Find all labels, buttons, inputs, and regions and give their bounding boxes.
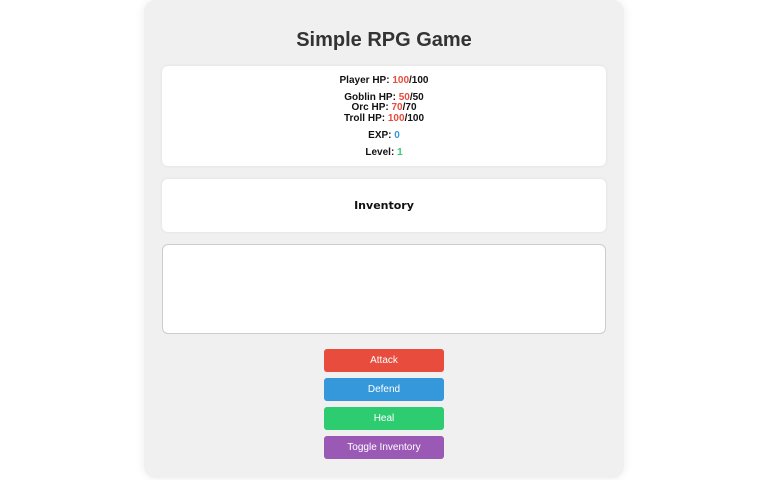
player-hp-current: 100 bbox=[392, 75, 410, 86]
troll-hp-label: Troll HP: bbox=[343, 113, 388, 124]
exp-label: EXP: bbox=[368, 130, 395, 141]
exp-value: 0 bbox=[394, 130, 400, 141]
page-title: Simple RPG Game bbox=[296, 29, 472, 51]
inventory-panel: Inventory bbox=[162, 179, 606, 232]
orc-hp-max: /70 bbox=[402, 102, 417, 113]
stats-panel: Player HP: 100/100 Goblin HP: 50/50 Orc … bbox=[162, 66, 606, 166]
heal-button[interactable]: Heal bbox=[324, 407, 444, 430]
player-hp-label: Player HP: bbox=[339, 75, 393, 86]
exp: EXP: 0 bbox=[162, 130, 606, 141]
troll-hp-max: /100 bbox=[404, 113, 425, 124]
goblin-hp-current: 50 bbox=[398, 92, 410, 103]
player-hp-max: /100 bbox=[409, 75, 429, 86]
orc-hp: Orc HP: 70/70 bbox=[162, 102, 606, 113]
level: Level: 1 bbox=[162, 147, 606, 158]
attack-button[interactable]: Attack bbox=[324, 349, 444, 372]
defend-button[interactable]: Defend bbox=[324, 378, 444, 401]
troll-hp-current: 100 bbox=[387, 113, 405, 124]
goblin-hp-max: /50 bbox=[409, 92, 424, 103]
player-hp: Player HP: 100/100 bbox=[162, 75, 606, 86]
inventory-title: Inventory bbox=[354, 199, 414, 212]
orc-hp-label: Orc HP: bbox=[351, 102, 392, 113]
orc-hp-current: 70 bbox=[391, 102, 403, 113]
battle-log[interactable] bbox=[162, 244, 606, 334]
level-label: Level: bbox=[365, 147, 398, 158]
game-container: Simple RPG Game Player HP: 100/100 Gobli… bbox=[144, 0, 624, 478]
toggle-inventory-button[interactable]: Toggle Inventory bbox=[324, 436, 444, 459]
goblin-hp-label: Goblin HP: bbox=[344, 92, 399, 103]
troll-hp: Troll HP: 100/100 bbox=[162, 113, 606, 124]
goblin-hp: Goblin HP: 50/50 bbox=[162, 92, 606, 103]
level-value: 1 bbox=[397, 147, 403, 158]
